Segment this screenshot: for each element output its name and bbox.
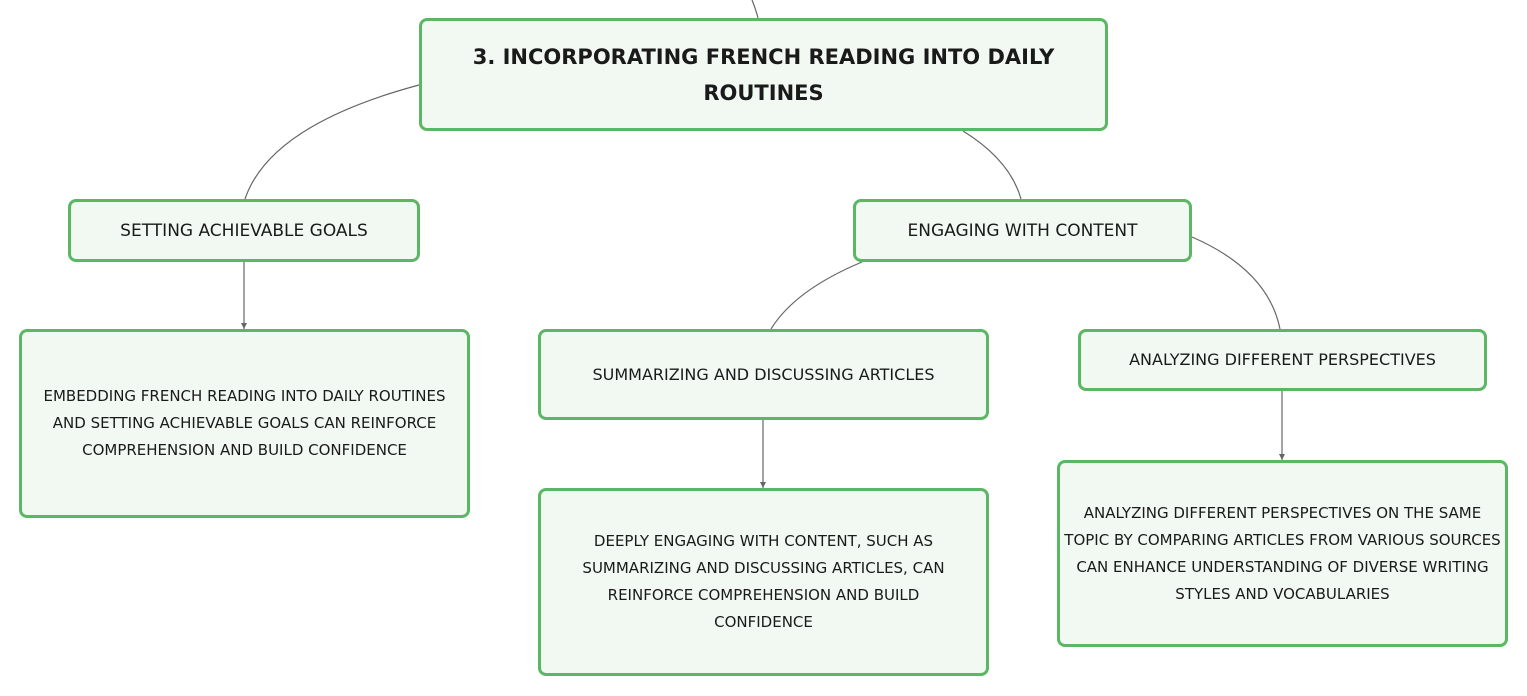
detail-node-deeply-engaging[interactable]: Deeply engaging with content, such as su… — [538, 488, 989, 676]
subbranch-node-perspectives[interactable]: Analyzing different perspectives — [1078, 329, 1487, 391]
arrowhead — [241, 323, 247, 329]
arrowhead — [1279, 454, 1285, 460]
connector-root-to-engaging — [962, 130, 1022, 200]
branch-label-setting-goals: Setting achievable goals — [120, 220, 368, 241]
subbranch-label-perspectives: Analyzing different perspectives — [1129, 350, 1436, 369]
root-topic-node[interactable]: 3. Incorporating French reading into dai… — [419, 18, 1108, 131]
arrowhead — [760, 482, 766, 488]
connector-engaging-to-summarizing — [770, 261, 863, 330]
detail-node-analyzing-perspectives[interactable]: Analyzing different perspectives on the … — [1057, 460, 1508, 647]
connector-from-parent — [751, 0, 759, 19]
branch-node-setting-goals[interactable]: Setting achievable goals — [68, 199, 420, 262]
subbranch-node-summarizing[interactable]: Summarizing and discussing articles — [538, 329, 989, 420]
detail-text-embedding-reading: Embedding French reading into daily rout… — [43, 387, 446, 459]
connector-engaging-to-perspectives — [1191, 236, 1281, 330]
detail-text-analyzing-perspectives: Analyzing different perspectives on the … — [1064, 503, 1501, 603]
subbranch-label-summarizing: Summarizing and discussing articles — [592, 364, 935, 384]
branch-node-engaging-content[interactable]: Engaging with content — [853, 199, 1192, 262]
branch-label-engaging-content: Engaging with content — [907, 220, 1138, 241]
connector-root-to-goals — [244, 84, 420, 200]
detail-text-deeply-engaging: Deeply engaging with content, such as su… — [582, 532, 945, 631]
root-topic-text: 3. Incorporating French reading into dai… — [472, 44, 1055, 105]
detail-node-embedding-reading[interactable]: Embedding French reading into daily rout… — [19, 329, 470, 518]
